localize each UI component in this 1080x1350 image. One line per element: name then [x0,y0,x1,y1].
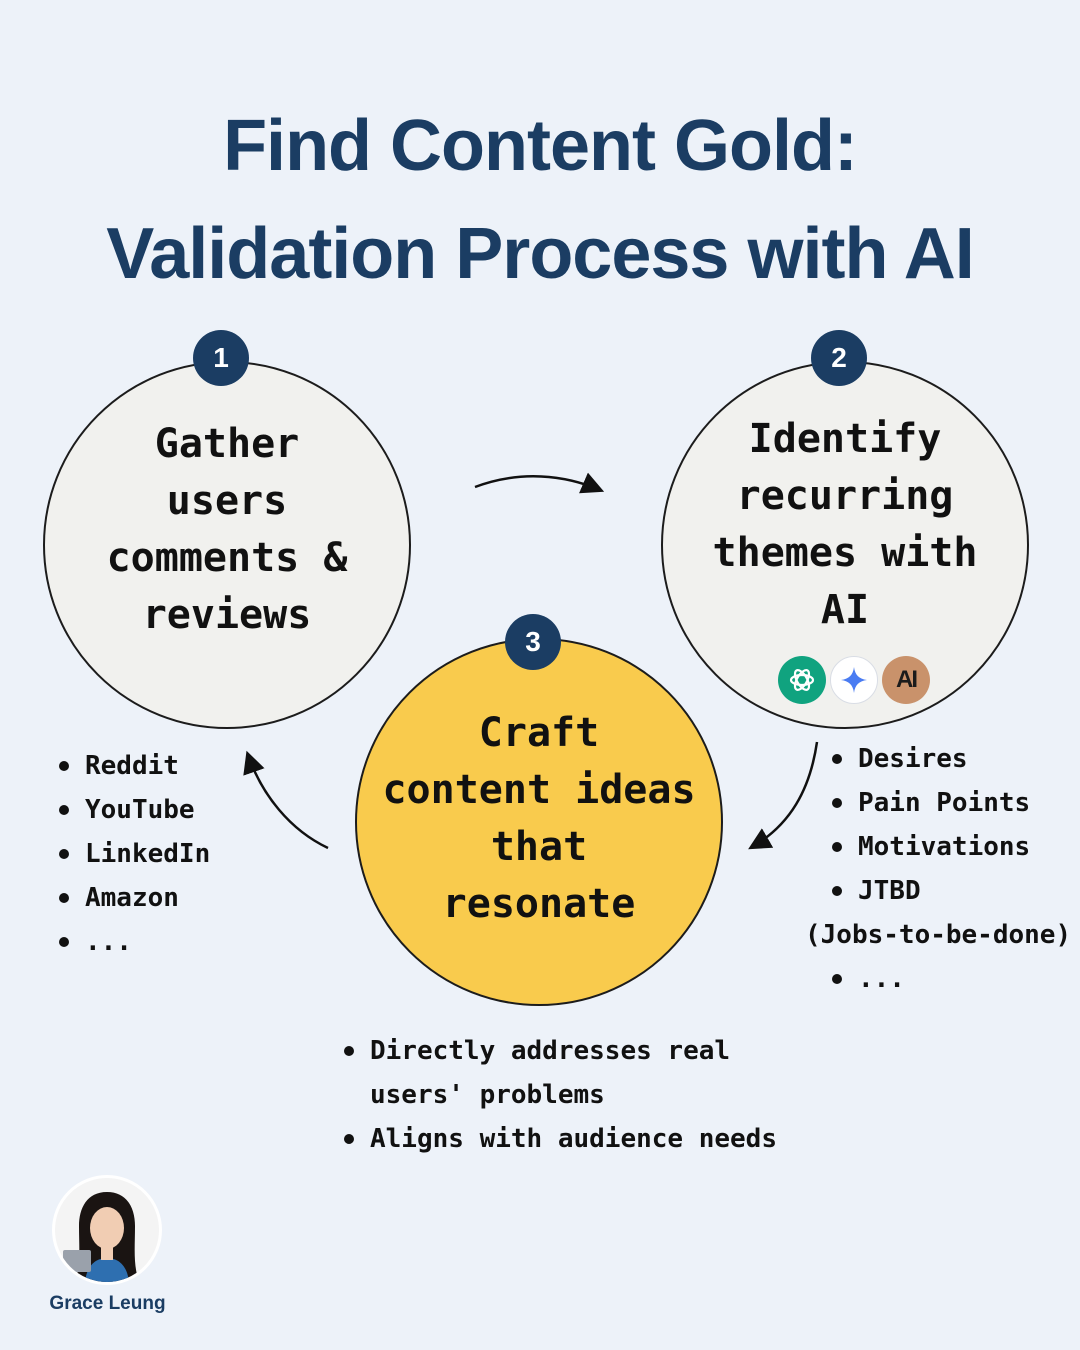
step-2-line: themes with [712,530,978,576]
step-3-line: that [490,824,588,870]
list-item: Amazon [55,876,210,920]
step-3-line: content ideas [382,767,696,813]
list-item: ... [55,920,210,964]
list-item: YouTube [55,788,210,832]
list-item: LinkedIn [55,832,210,876]
step-1-circle: Gather users comments & reviews [43,361,411,729]
ai-tools: AI [778,656,930,704]
step-1-line: reviews [142,592,312,638]
step-3-badge: 3 [505,614,561,670]
list-item: JTBD [828,869,1030,913]
avatar [52,1175,162,1285]
gemini-icon [830,656,878,704]
step-2-line: recurring [736,473,954,519]
step-1-text: Gather users comments & reviews [62,416,392,644]
arrow-step1-to-step2 [474,472,605,494]
title-line-1: Find Content Gold: [223,106,858,186]
claude-icon: AI [882,656,930,704]
list-item-continuation: users' problems [370,1080,605,1110]
step-3-circle: Craft content ideas that resonate [355,638,723,1006]
step-3-line: resonate [442,881,636,927]
arrow-step2-to-step3 [748,741,819,850]
step-1-badge: 1 [193,330,249,386]
list-item: Directly addresses real [340,1029,777,1073]
step-1-line: comments & [106,535,348,581]
step-1-line: users [166,478,288,524]
list-item: Pain Points [828,781,1030,825]
list-item: ... [828,957,905,1001]
arrow-step3-to-step1 [243,750,329,850]
page-title: Find Content Gold: Validation Process wi… [0,92,1080,308]
themes-list: Desires Pain Points Motivations JTBD [828,737,1030,913]
step-2-line: Identify [748,416,942,462]
list-item: Aligns with audience needs [340,1117,777,1161]
title-line-2: Validation Process with AI [106,214,975,294]
sources-list: Reddit YouTube LinkedIn Amazon ... [55,744,210,964]
step-2-text: Identify recurring themes with AI [680,411,1010,639]
author-name: Grace Leung [49,1293,166,1314]
list-item: Desires [828,737,1030,781]
step-2-circle: Identify recurring themes with AI [661,361,1029,729]
themes-list-more: ... [828,957,905,1001]
step-2-line: AI [820,587,870,633]
step-3-text: Craft content ideas that resonate [374,705,704,933]
list-item: Motivations [828,825,1030,869]
step-1-line: Gather [154,421,300,467]
step-2-badge: 2 [811,330,867,386]
chatgpt-icon [778,656,826,704]
outcomes-list: Directly addresses real users' problems … [340,1029,777,1161]
list-item: Reddit [55,744,210,788]
step-3-line: Craft [478,710,600,756]
jtbd-note: (Jobs-to-be-done) [805,920,1072,950]
